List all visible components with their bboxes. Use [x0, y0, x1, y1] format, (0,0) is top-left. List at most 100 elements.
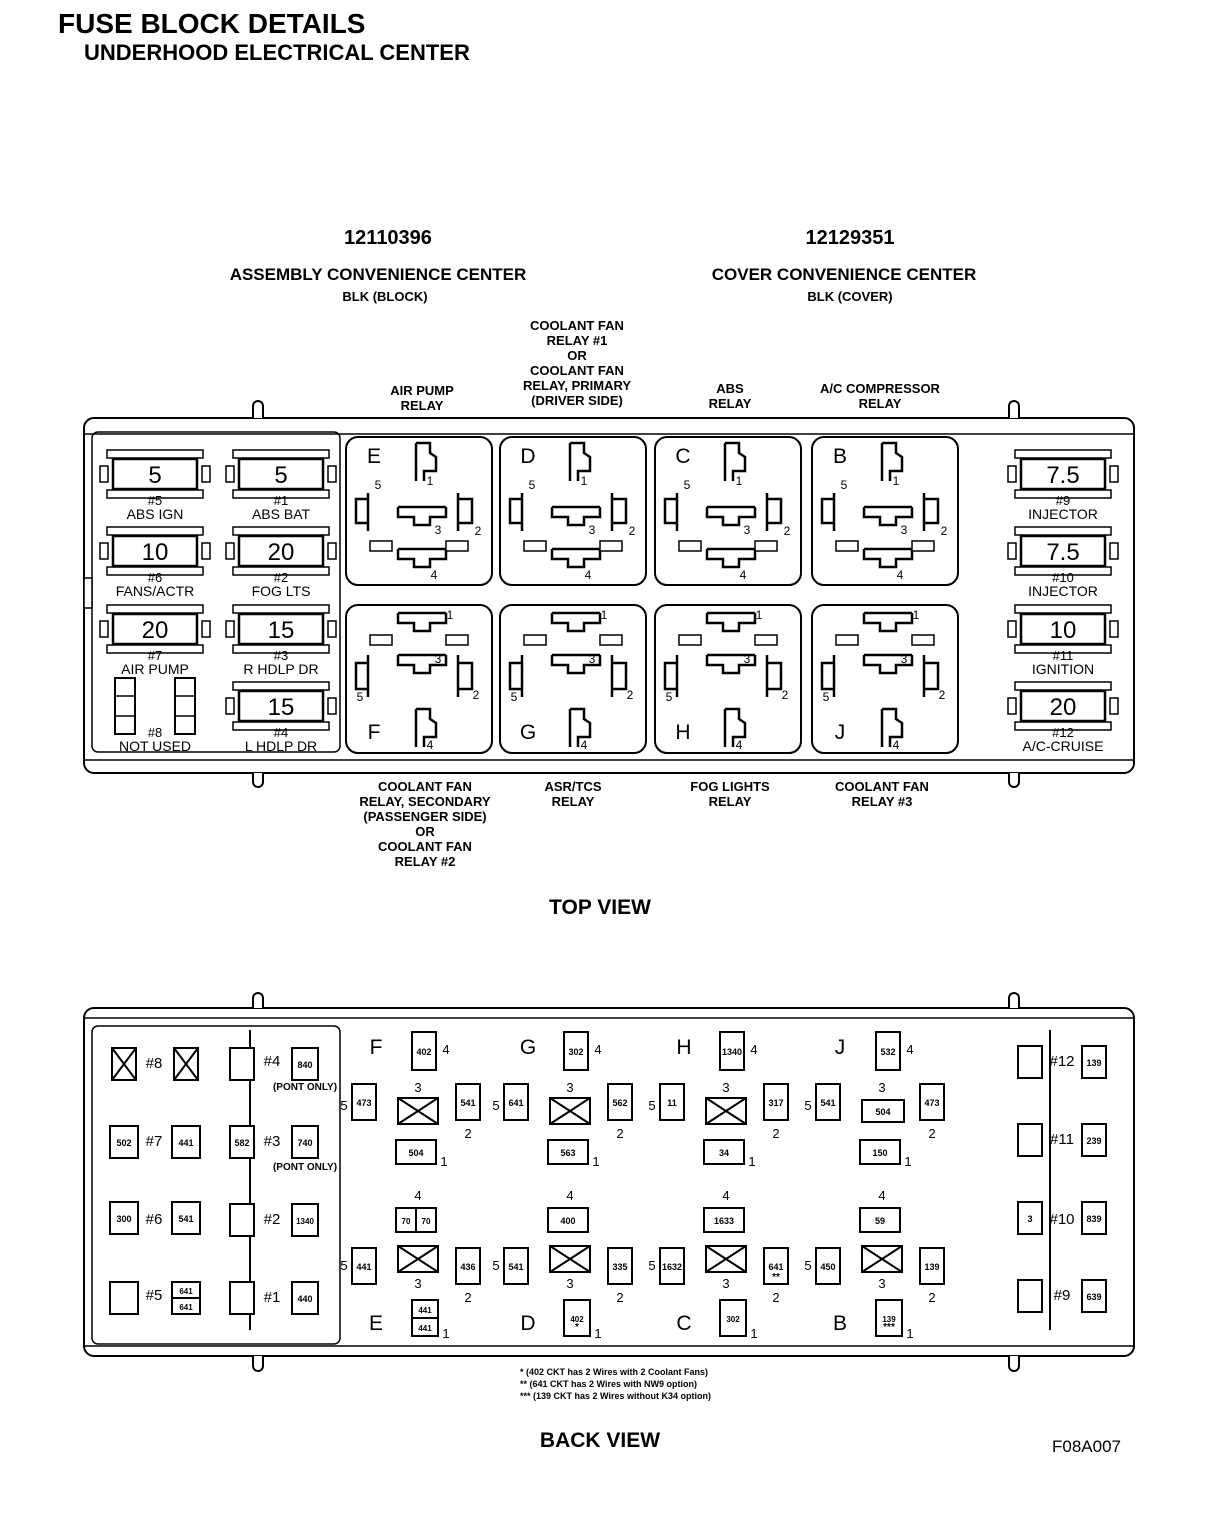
fuse-body — [111, 612, 199, 646]
relay-terminal — [610, 493, 628, 531]
wire-cavity — [291, 1125, 319, 1159]
wire-circuit-number: 541 — [508, 1262, 523, 1272]
relay-pin-number: 4 — [585, 568, 592, 582]
wire-circuit-number: 502 — [116, 1138, 131, 1148]
relay-pin-number: 5 — [823, 690, 830, 704]
relay-terminal — [723, 441, 747, 481]
relay-pin-number: 4 — [897, 568, 904, 582]
wire-circuit-number: 59 — [875, 1216, 885, 1226]
cavity-number: #9 — [1054, 1287, 1071, 1304]
relay-pad — [754, 540, 778, 552]
relay-pin-number: 2 — [473, 688, 480, 702]
fuse-amp-rating: 10 — [1050, 617, 1077, 644]
relay-letter: J — [835, 721, 846, 744]
relay-terminal — [550, 611, 602, 633]
wire-circuit-number: 70 — [402, 1217, 411, 1226]
fuse-body — [237, 534, 325, 568]
fuse-clip — [1109, 542, 1119, 560]
relay-pin-number: 5 — [804, 1098, 811, 1113]
coolant-fan-primary-relay-label: COOLANT FAN RELAY #1 OR COOLANT FAN RELA… — [522, 318, 632, 408]
wire-cavity — [1081, 1045, 1107, 1079]
wire-cavity — [455, 1247, 481, 1285]
relay-terminal — [705, 611, 757, 633]
assembly-name: ASSEMBLY CONVENIENCE CENTER — [229, 265, 527, 284]
relay-pad — [369, 540, 393, 552]
wire-cavity — [861, 1099, 905, 1123]
footnote-3: *** (139 CKT has 2 Wires without K34 opt… — [520, 1391, 711, 1401]
relay-letter: C — [676, 1312, 691, 1335]
assembly-color: BLK (BLOCK) — [342, 289, 428, 304]
wire-circuit-number: 541 — [460, 1098, 475, 1108]
wire-circuit-number: 1340 — [722, 1047, 742, 1057]
relay-terminal — [568, 707, 592, 747]
fuse-name: AIR PUMP — [121, 661, 189, 677]
wire-circuit-number: 641 — [179, 1303, 193, 1312]
relay-pin-number: 4 — [431, 568, 438, 582]
wire-circuit-number: 300 — [116, 1214, 131, 1224]
fuse-terminal-strip — [1014, 449, 1112, 459]
fuse-clip — [201, 620, 211, 638]
wire-circuit-number: 34 — [719, 1148, 729, 1158]
wire-cavity — [351, 1247, 377, 1285]
fuse-amp-rating: 5 — [148, 462, 161, 489]
relay-pin-number: 4 — [594, 1042, 601, 1057]
fuse-body — [1019, 689, 1107, 723]
relay-pin-number: 5 — [375, 478, 382, 492]
fuse-clip — [1007, 620, 1017, 638]
relay-terminal — [705, 547, 757, 569]
relay-pin-number: 1 — [601, 608, 608, 622]
wire-cavity — [659, 1247, 685, 1285]
fuse-name: INJECTOR — [1028, 583, 1098, 599]
relay-pad — [523, 540, 547, 552]
relay-pad — [678, 634, 702, 646]
cavity-number: #6 — [146, 1211, 163, 1228]
relay-terminal — [396, 505, 448, 527]
cavity-number: #7 — [146, 1133, 163, 1150]
wire-cavity — [1017, 1045, 1043, 1079]
fuse-clip — [225, 465, 235, 483]
relay-pin-number: 3 — [878, 1276, 885, 1291]
footnote-mark: ** — [772, 1272, 780, 1283]
relay-pin-number: 3 — [744, 523, 751, 537]
cavity-number: #4 — [264, 1053, 281, 1070]
pont-only-note: (PONT ONLY) — [273, 1162, 337, 1173]
wire-circuit-number: 541 — [178, 1214, 193, 1224]
mount-tab — [252, 773, 264, 788]
wire-cavity — [875, 1299, 903, 1337]
cross-line — [549, 1245, 591, 1273]
fuse-number: #6 — [148, 570, 162, 585]
relay-pin-number: 3 — [878, 1080, 885, 1095]
relay-pin-number: 3 — [589, 523, 596, 537]
wire-cavity — [455, 1083, 481, 1121]
relay-pin-number: 4 — [736, 738, 743, 752]
wire-cavity — [875, 1031, 901, 1071]
wire-circuit-number: 335 — [612, 1262, 627, 1272]
relay-pin-number: 4 — [427, 738, 434, 752]
wire-cavity — [547, 1139, 589, 1165]
wire-circuit-number: 139 — [924, 1262, 939, 1272]
relay-letter: E — [367, 445, 381, 468]
wire-circuit-number: 139 — [882, 1315, 896, 1324]
relay-terminal — [765, 493, 783, 531]
relay-pin-number: 2 — [928, 1290, 935, 1305]
fuse-name: IGNITION — [1032, 661, 1094, 677]
relay-pin-number: 5 — [492, 1098, 499, 1113]
cavity-number: #5 — [146, 1287, 163, 1304]
relay-letter: C — [675, 445, 690, 468]
fuse-clip — [201, 542, 211, 560]
relay-pin-number: 3 — [722, 1276, 729, 1291]
wire-circuit-number: 3 — [1027, 1214, 1032, 1224]
fuse-amp-rating: 15 — [268, 694, 295, 721]
wire-circuit-number: 740 — [297, 1138, 312, 1148]
wire-circuit-number: 839 — [1086, 1214, 1101, 1224]
fuse-body — [1019, 612, 1107, 646]
relay-pad — [911, 634, 935, 646]
wire-cavity — [291, 1203, 319, 1237]
relay-pin-number: 2 — [784, 524, 791, 538]
relay-pin-number: 1 — [427, 474, 434, 488]
footnote-mark: *** — [883, 1322, 895, 1333]
wire-circuit-number: 440 — [297, 1294, 312, 1304]
fuse-clip — [1007, 542, 1017, 560]
fuse-clip — [327, 542, 337, 560]
relay-pin-number: 1 — [906, 1326, 913, 1341]
